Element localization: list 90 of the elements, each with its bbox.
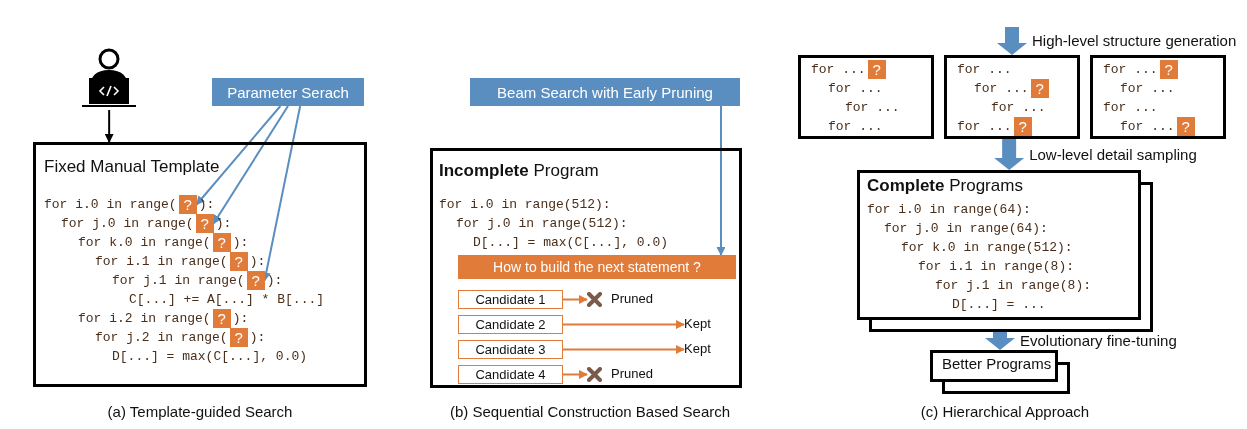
placeholder-tile: ? — [1159, 60, 1178, 79]
status-text: Pruned — [611, 366, 653, 381]
code-text: for ... — [1103, 100, 1158, 115]
code-text: ): — [215, 216, 232, 231]
placeholder-tile: ? — [246, 271, 265, 290]
code-text: for j.1 in range(8): — [935, 278, 1092, 293]
code-panel — [430, 148, 742, 388]
code-text: ): — [249, 330, 266, 345]
status-text: Kept — [684, 341, 724, 358]
arrow — [562, 295, 588, 304]
code-text: ): — [232, 311, 249, 326]
placeholder-tile: ? — [1176, 117, 1195, 136]
prompt-bar: How to build the next statement ? — [458, 255, 736, 279]
code-text: for i.1 in range(8): — [918, 259, 1075, 274]
code-text: D[...] = max(C[...], 0.0) — [473, 235, 669, 250]
code-text: for ... — [1103, 62, 1158, 77]
code-text: for i.0 in range( — [44, 197, 177, 212]
code-text: for ... — [991, 100, 1046, 115]
code-text: for j.1 in range( — [112, 273, 245, 288]
code-text: for i.1 in range( — [95, 254, 228, 269]
callout-box: Beam Search with Early Pruning — [470, 78, 740, 106]
status-text: Kept — [684, 316, 724, 333]
placeholder-tile: ? — [212, 233, 231, 252]
status-text: Pruned — [611, 291, 653, 306]
figure-caption: (c) Hierarchical Approach — [920, 403, 1090, 420]
edge-label: High-level structure generation — [1032, 32, 1237, 49]
code-text: ): — [249, 254, 266, 269]
placeholder-tile: ? — [867, 60, 886, 79]
code-text: for j.2 in range( — [95, 330, 228, 345]
code-text: for ... — [957, 119, 1012, 134]
placeholder-tile: ? — [1030, 79, 1049, 98]
placeholder-tile: ? — [212, 309, 231, 328]
code-snippet-box — [798, 55, 934, 139]
edge-label: Low-level detail sampling — [1029, 145, 1197, 163]
placeholder-tile: ? — [229, 328, 248, 347]
code-snippet-box — [944, 55, 1080, 139]
code-text: for k.0 in range(512): — [901, 240, 1073, 255]
code-text: for ... — [974, 81, 1029, 96]
arrow — [195, 105, 282, 206]
code-text: for ... — [828, 81, 883, 96]
code-text: ): — [198, 197, 215, 212]
panel-title: Fixed Manual Template — [44, 157, 220, 177]
cross-icon — [587, 367, 602, 382]
figure-caption: (a) Template-guided Search — [107, 403, 293, 420]
callout-box: Parameter Serach — [212, 78, 364, 106]
candidate-box: Candidate 1 — [458, 290, 563, 309]
placeholder-tile: ? — [229, 252, 248, 271]
figure-caption: (b) Sequential Construction Based Search — [449, 403, 731, 420]
panel-title: Complete Programs — [867, 176, 1023, 196]
code-text: ): — [232, 235, 249, 250]
placeholder-tile: ? — [1013, 117, 1032, 136]
block-arrow — [985, 332, 1015, 350]
arrow — [562, 320, 685, 329]
code-text: for k.0 in range( — [78, 235, 211, 250]
edge-label: Evolutionary fine-tuning — [1020, 332, 1177, 349]
placeholder-tile: ? — [178, 195, 197, 214]
arrow — [716, 105, 726, 256]
code-text: for ... — [845, 100, 900, 115]
arrow — [104, 109, 114, 143]
candidate-box: Candidate 2 — [458, 315, 563, 334]
arrow — [562, 370, 588, 379]
code-text: D[...] = max(C[...], 0.0) — [112, 349, 308, 364]
code-snippet-box — [1090, 55, 1226, 139]
code-text: for i.0 in range(64): — [867, 202, 1031, 217]
code-text: D[...] = ... — [952, 297, 1046, 312]
candidate-box: Candidate 3 — [458, 340, 563, 359]
code-text: for ... — [1120, 81, 1175, 96]
code-text: for i.0 in range(512): — [439, 197, 611, 212]
stacked-program-card — [930, 350, 1070, 394]
code-text: for ... — [957, 62, 1012, 77]
code-text: for ... — [811, 62, 866, 77]
code-text: for ... — [1120, 119, 1175, 134]
code-text: ): — [266, 273, 283, 288]
placeholder-tile: ? — [195, 214, 214, 233]
code-panel — [33, 142, 367, 387]
panel-title: Incomplete Program — [439, 161, 599, 181]
code-text: for ... — [828, 119, 883, 134]
card-title: Better Programs — [942, 355, 1052, 372]
candidate-box: Candidate 4 — [458, 365, 563, 384]
arrow — [212, 105, 289, 225]
code-text: C[...] += A[...] * B[...] — [129, 292, 325, 307]
stacked-program-card — [857, 170, 1153, 332]
cross-icon — [587, 292, 602, 307]
block-arrow — [997, 27, 1027, 55]
arrow — [562, 345, 685, 354]
code-text: for j.0 in range(64): — [884, 221, 1048, 236]
code-text: for j.0 in range( — [61, 216, 194, 231]
code-text: for i.2 in range( — [78, 311, 211, 326]
block-arrow — [994, 139, 1025, 170]
code-text: for j.0 in range(512): — [456, 216, 628, 231]
